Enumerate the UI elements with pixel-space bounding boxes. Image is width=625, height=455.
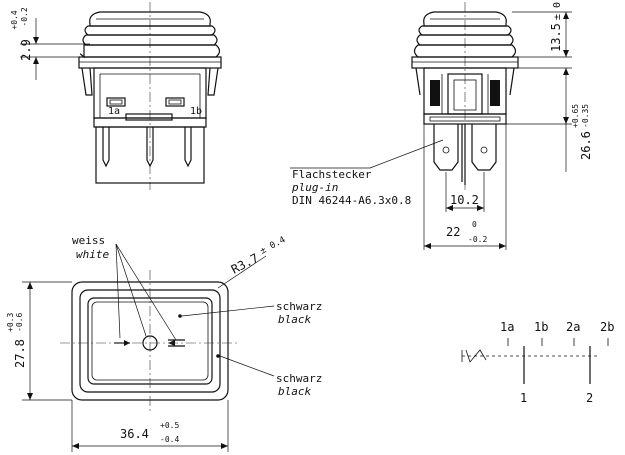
top-view: weiss white R3.7 ± 0.4 schwarz black sch… [6, 234, 322, 452]
front-left-clip [81, 67, 93, 96]
dim-27-8-tol-plus: +0.3 [6, 313, 15, 332]
switch-schematic: 1a 1b 2a 2b 1 2 [461, 320, 614, 405]
connector-label-de: Flachstecker [292, 168, 372, 181]
side-cap [423, 11, 507, 27]
inner-frame [79, 289, 221, 393]
schem-c1: 1 [520, 391, 527, 405]
dim-2-9-tol-minus: -0.2 [20, 7, 29, 26]
label-schwarz-1: schwarz [276, 300, 322, 313]
front-right-clip [207, 67, 219, 96]
connector-label-en: plug-in [291, 181, 338, 194]
dim-radius: R3.7 [229, 251, 261, 277]
side-right-clip [509, 67, 515, 96]
side-left-clip [415, 67, 421, 96]
side-spring-right [490, 80, 500, 106]
label-black-1: black [278, 313, 311, 326]
dim-13-5-tol: ± 0.5 [552, 0, 563, 20]
dim-26-6-tol-minus: -0.35 [581, 104, 590, 128]
dim-36-4-tol-minus: -0.4 [160, 435, 179, 444]
schem-c2: 2 [586, 391, 593, 405]
front-side-view: 1a 1b 2.9 +0.4 -0.2 [10, 2, 222, 190]
front-lower-body [95, 126, 205, 184]
side-connector-left [433, 124, 459, 171]
schem-1b: 1b [534, 320, 548, 334]
front-base-tab [125, 113, 173, 121]
schem-1a: 1a [500, 320, 514, 334]
schem-2b: 2b [600, 320, 614, 334]
front-window-left [106, 97, 126, 107]
side-connector-right [471, 124, 497, 171]
dim-radius-tol: ± 0.4 [259, 235, 288, 257]
front-label-1a: 1a [108, 106, 120, 117]
indicator-dot-top [178, 314, 182, 318]
label-black-2: black [278, 385, 311, 398]
dim-22-tol-minus: -0.2 [468, 235, 487, 244]
dim-2-9-tol-plus: +0.4 [10, 10, 19, 29]
label-weiss: weiss [72, 234, 105, 247]
dim-10-2: 10.2 [450, 193, 479, 207]
dim-36-4-tol-plus: +0.5 [160, 421, 179, 430]
label-schwarz-2: schwarz [276, 372, 322, 385]
schem-2a: 2a [566, 320, 580, 334]
dim-26-6: 26.6 [579, 131, 593, 160]
dim-27-8-tol-minus: -0.6 [15, 313, 24, 332]
front-pin-2 [146, 127, 154, 168]
schem-actuator-symbol [461, 349, 487, 363]
dim-26-6-tol-plus: +0.65 [571, 104, 580, 128]
front-label-1b: 1b [190, 106, 202, 117]
connector-leader [369, 139, 444, 169]
side-spring-left [430, 80, 440, 106]
dim-27-8: 27.8 [13, 339, 27, 368]
dim-22: 22 [446, 225, 460, 239]
dim-13-5: 13.5 [549, 23, 563, 52]
front-pin-3 [184, 127, 192, 168]
side-view: 13.5 ± 0.5 26.6 +0.65 -0.35 10.2 22 0 -0… [411, 0, 593, 250]
front-pin-1 [102, 127, 110, 168]
dim-22-tol-plus: 0 [472, 220, 477, 229]
front-window-right [165, 97, 185, 107]
front-cap [89, 11, 211, 27]
dim-2-9: 2.9 [19, 39, 33, 61]
label-white: white [76, 248, 109, 261]
connector-label-std: DIN 46244-A6.3x0.8 [292, 194, 411, 207]
dim-36-4: 36.4 [120, 427, 149, 441]
indicator-dot-side [216, 354, 220, 358]
